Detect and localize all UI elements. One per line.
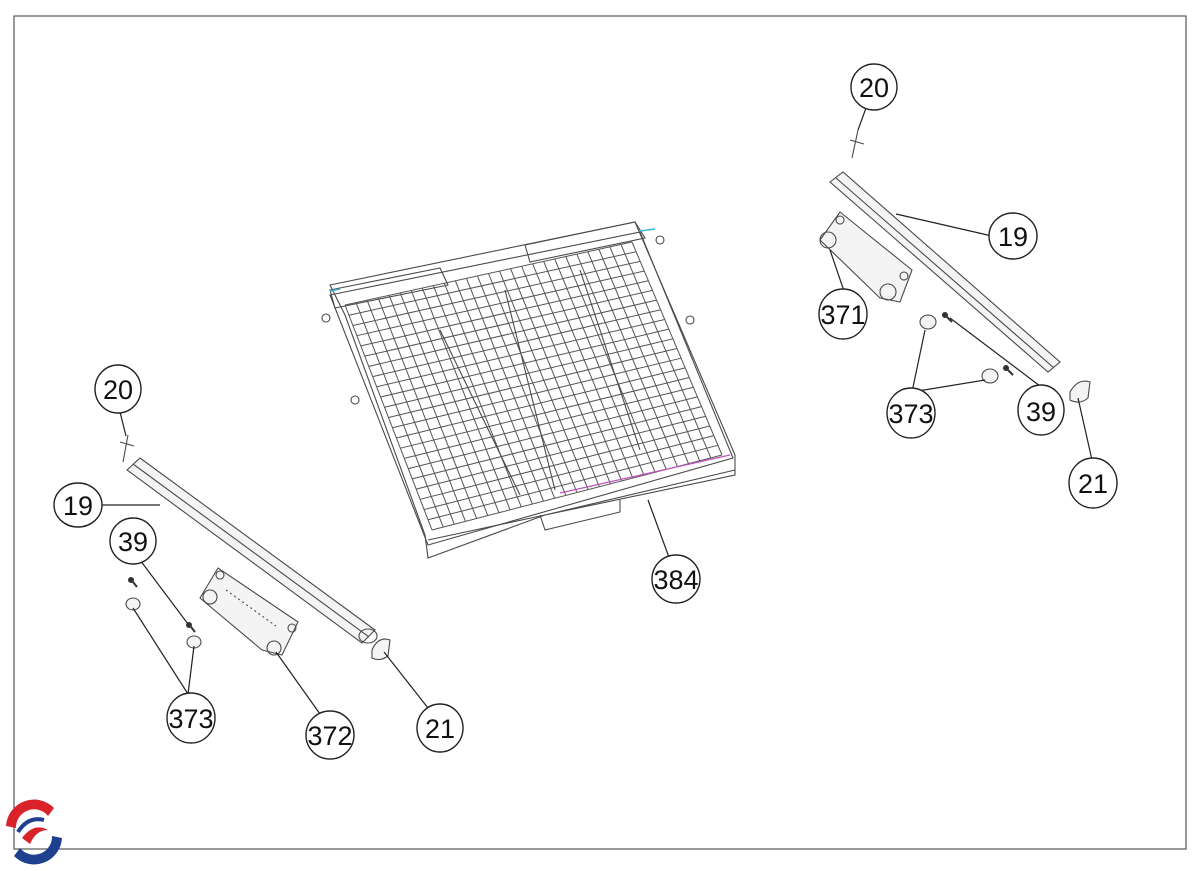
svg-text:19: 19	[63, 491, 93, 521]
leader-lines	[102, 107, 1093, 715]
screw-right-1	[942, 312, 953, 323]
svg-text:21: 21	[1078, 469, 1108, 499]
callout-373-right: 373	[886, 387, 936, 439]
svg-text:373: 373	[168, 704, 213, 734]
pin-right	[849, 129, 865, 159]
washer-right-1	[919, 314, 937, 330]
svg-text:371: 371	[820, 300, 865, 330]
callout-19-left: 19	[53, 482, 103, 528]
callout-384: 384	[651, 554, 701, 604]
drawing-border	[13, 15, 1187, 850]
callout-372: 372	[305, 710, 355, 760]
svg-text:19: 19	[998, 222, 1028, 252]
callout-20-left: 20	[94, 364, 142, 414]
svg-text:20: 20	[103, 375, 133, 405]
callout-21-left: 21	[416, 703, 464, 753]
rail-left	[126, 457, 378, 644]
svg-text:373: 373	[888, 399, 933, 429]
callout-19-right: 19	[988, 212, 1038, 260]
svg-text:21: 21	[425, 714, 455, 744]
callout-21-right: 21	[1068, 457, 1118, 509]
callout-39-left: 39	[109, 517, 157, 565]
callout-373-left: 373	[166, 692, 216, 744]
bracket-right	[819, 211, 913, 303]
callout-20-right: 20	[850, 63, 898, 111]
stopper-right	[1069, 380, 1091, 403]
rail-right	[829, 171, 1061, 373]
washer-left-1	[125, 597, 141, 611]
screw-right-2	[1003, 365, 1014, 376]
brand-logo	[6, 799, 62, 865]
basket-grid	[344, 241, 723, 531]
screw-left-1	[128, 577, 138, 588]
washer-right-2	[981, 368, 999, 384]
svg-text:39: 39	[118, 527, 148, 557]
bracket-left	[199, 567, 299, 656]
callout-39-right: 39	[1017, 384, 1065, 436]
cutlery-basket	[321, 221, 736, 559]
left-assembly	[119, 434, 391, 661]
svg-text:372: 372	[307, 721, 352, 751]
pin-left	[119, 434, 135, 463]
callouts: 20 19 371 373 39 21 20 19	[53, 63, 1118, 760]
svg-text:39: 39	[1026, 397, 1056, 427]
callout-371: 371	[818, 288, 868, 340]
svg-text:20: 20	[859, 73, 889, 103]
svg-text:384: 384	[653, 565, 698, 595]
right-assembly	[819, 129, 1091, 403]
